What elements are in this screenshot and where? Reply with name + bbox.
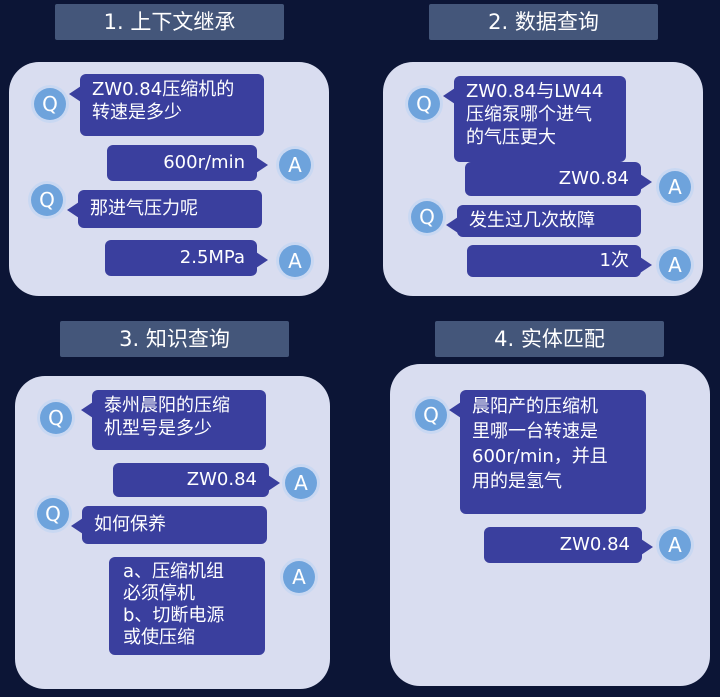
message-text: ZW0.84 (559, 534, 630, 555)
answer-avatar: A (279, 149, 311, 181)
message-text: 1次 (599, 250, 629, 271)
section-2-panel: Q ZW0.84与LW44 压缩泵哪个进气 的气压更大 ZW0.84 A Q 发… (383, 62, 703, 296)
answer-bubble: a、压缩机组 必须停机 b、切断电源 或使压缩 (109, 557, 265, 655)
message-text: ZW0.84 (186, 469, 257, 490)
question-avatar: Q (31, 184, 63, 216)
message-text: ZW0.84压缩机的 转速是多少 (92, 79, 235, 123)
question-avatar: Q (40, 402, 72, 434)
answer-avatar: A (659, 171, 691, 203)
message-text: 2.5MPa (179, 247, 245, 268)
message-text: a、压缩机组 必须停机 b、切断电源 或使压缩 (123, 561, 225, 648)
answer-bubble: ZW0.84 (484, 527, 653, 563)
answer-avatar: A (279, 245, 311, 277)
question-bubble: ZW0.84与LW44 压缩泵哪个进气 的气压更大 (443, 76, 626, 162)
answer-bubble: 600r/min (107, 145, 268, 181)
section-2-title: 2. 数据查询 (429, 4, 658, 40)
question-bubble: 泰州晨阳的压缩 机型号是多少 (81, 390, 266, 450)
question-avatar: Q (411, 201, 443, 233)
question-bubble: 如何保养 (71, 506, 267, 544)
message-text: 那进气压力呢 (90, 198, 198, 219)
answer-bubble: ZW0.84 (465, 162, 652, 196)
message-text: 600r/min (163, 152, 245, 173)
question-bubble: 晨阳产的压缩机 里哪一台转速是 600r/min，并且 用的是氢气 (449, 390, 646, 514)
question-avatar: Q (37, 498, 69, 530)
question-avatar: Q (408, 88, 440, 120)
section-1-panel: Q ZW0.84压缩机的 转速是多少 600r/min A Q 那进气压力呢 2… (9, 62, 329, 296)
message-text: 发生过几次故障 (469, 210, 595, 231)
section-4-title: 4. 实体匹配 (435, 321, 664, 357)
message-text: 如何保养 (94, 514, 166, 535)
message-text: 晨阳产的压缩机 里哪一台转速是 600r/min，并且 用的是氢气 (472, 396, 608, 492)
answer-avatar: A (285, 467, 317, 499)
question-avatar: Q (415, 399, 447, 431)
section-3-panel: Q 泰州晨阳的压缩 机型号是多少 ZW0.84 A Q 如何保养 a、压缩机组 … (15, 376, 330, 689)
question-bubble: ZW0.84压缩机的 转速是多少 (69, 74, 264, 136)
message-text: 泰州晨阳的压缩 机型号是多少 (104, 395, 230, 439)
section-4-panel: Q 晨阳产的压缩机 里哪一台转速是 600r/min，并且 用的是氢气 ZW0.… (390, 364, 710, 686)
message-text: ZW0.84与LW44 压缩泵哪个进气 的气压更大 (466, 81, 604, 148)
question-bubble: 那进气压力呢 (67, 190, 262, 228)
section-3-title: 3. 知识查询 (60, 321, 289, 357)
question-bubble: 发生过几次故障 (446, 205, 641, 237)
message-text: ZW0.84 (558, 168, 629, 189)
answer-avatar: A (659, 249, 691, 281)
answer-bubble: 2.5MPa (105, 240, 268, 276)
answer-avatar: A (283, 561, 315, 593)
question-avatar: Q (34, 88, 66, 120)
section-1-title: 1. 上下文继承 (55, 4, 284, 40)
answer-bubble: ZW0.84 (113, 463, 280, 497)
answer-avatar: A (659, 529, 691, 561)
answer-bubble: 1次 (467, 245, 652, 277)
